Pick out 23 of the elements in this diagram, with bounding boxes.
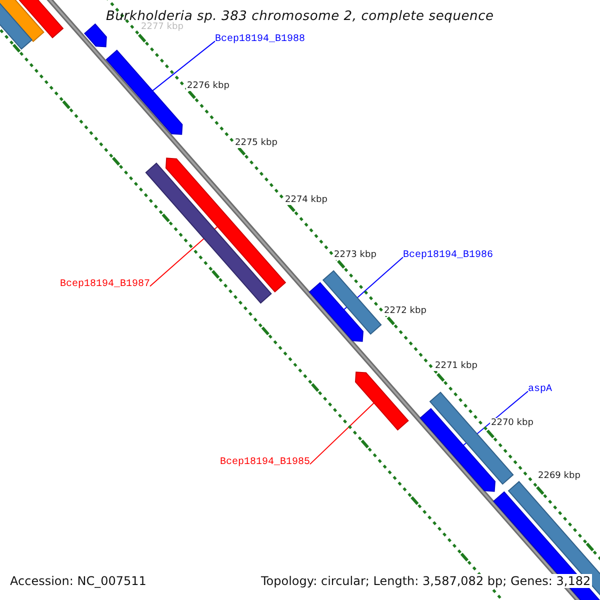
gene-feature — [165, 158, 286, 292]
leader-line — [152, 40, 216, 92]
tick-label: 2271 kbp — [434, 360, 478, 372]
tick-label: 2275 kbp — [234, 138, 278, 148]
gene-label: Bcep18194_B1988 — [215, 34, 306, 46]
gene-label: Bcep18194_B1986 — [403, 250, 494, 262]
tick-label: 2274 kbp — [284, 194, 328, 206]
gene-feature — [106, 50, 183, 135]
sequence-info-text: Topology: circular; Length: 3,587,082 bp; Genes: 3,182 — [260, 574, 592, 588]
title: Burkholderia sp. 383 chromosome 2, complete sequence — [106, 9, 494, 24]
accession-text: Accession: NC_007511 — [9, 574, 148, 588]
leader-line — [310, 402, 374, 465]
gene-label: Bcep18194_B1985 — [220, 457, 310, 469]
gene-label: Bcep18194_B1987 — [60, 279, 150, 291]
tick-label: 2276 kbp — [186, 80, 230, 92]
gene-label: aspA — [528, 384, 552, 396]
gene-feature — [308, 282, 364, 342]
tick-label: 2269 kbp — [537, 470, 582, 482]
gene-feature — [354, 372, 409, 431]
tick-label: 2270 kbp — [490, 418, 534, 428]
tick-label: 2272 kbp — [383, 306, 428, 316]
tick-label: 2277 kbp — [140, 22, 184, 32]
tick-label: 2273 kbp — [333, 250, 378, 260]
